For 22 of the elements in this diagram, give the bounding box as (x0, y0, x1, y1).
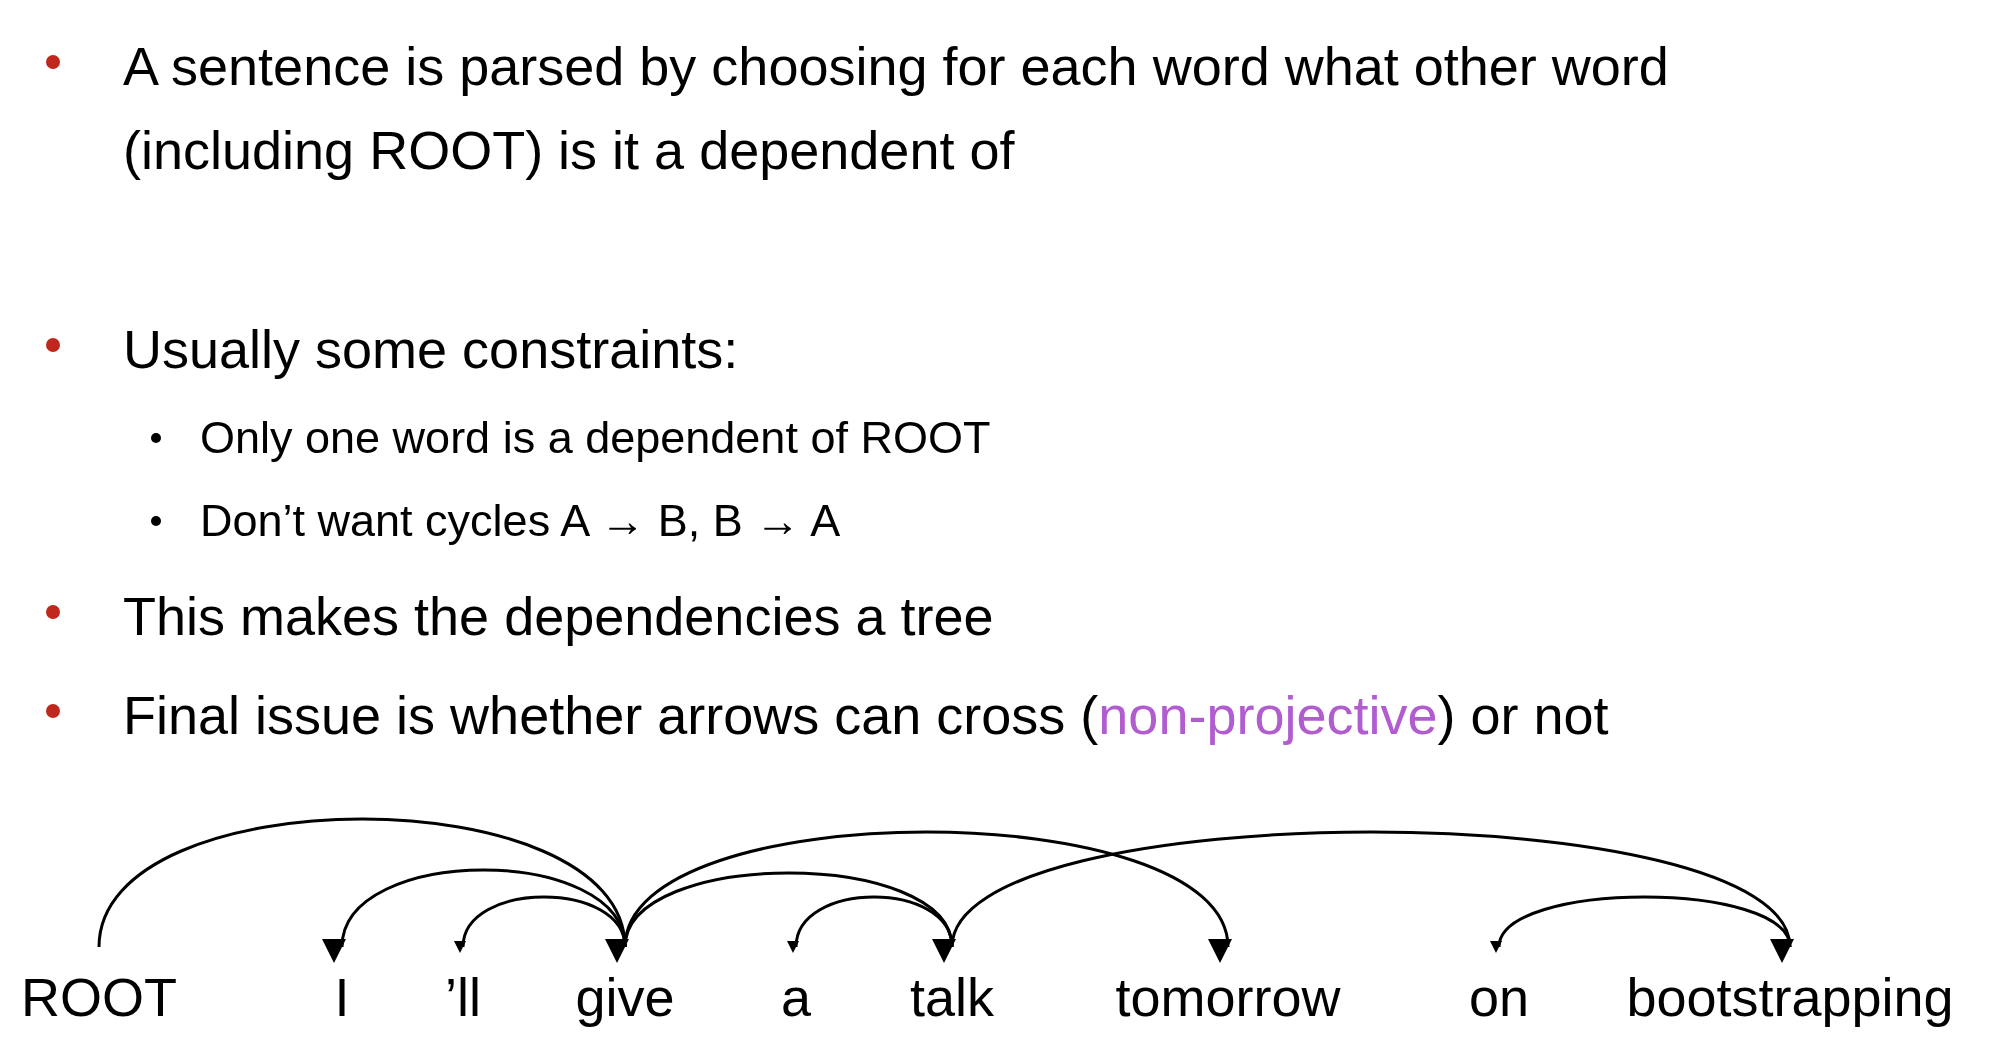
dependency-arrow (455, 895, 627, 953)
dependency-arrow (950, 830, 1792, 965)
dependency-arrow (1492, 895, 1792, 952)
bullet-text: Don’t want cycles A → B, B → A (200, 494, 841, 548)
word: give (575, 947, 675, 1027)
word: ROOT (21, 947, 177, 1027)
word: on (1468, 947, 1530, 1027)
bullet-text: Usually some constraints: (123, 318, 739, 381)
word: a (781, 947, 811, 1027)
dependency-arrow (324, 868, 627, 961)
bullet-text: Final issue is whether arrows can cross (non-projective) or not (123, 684, 1609, 747)
word: ’ll (445, 947, 481, 1027)
bullet-text: Only one word is a dependent of ROOT (200, 411, 991, 465)
word: tomorrow (1115, 947, 1341, 1027)
dependency-arrow (623, 830, 1230, 965)
word: talk (910, 947, 994, 1027)
dependency-arrow (788, 895, 954, 953)
word: bootstrapping (1626, 947, 1954, 1027)
bullet-text: This makes the dependencies a tree (123, 585, 994, 648)
dependency-arrow (97, 817, 627, 965)
bullet-text: A sentence is parsed by choosing for each word what other word (including ROOT) is it a dependent of (123, 35, 1670, 182)
word: I (334, 947, 350, 1027)
